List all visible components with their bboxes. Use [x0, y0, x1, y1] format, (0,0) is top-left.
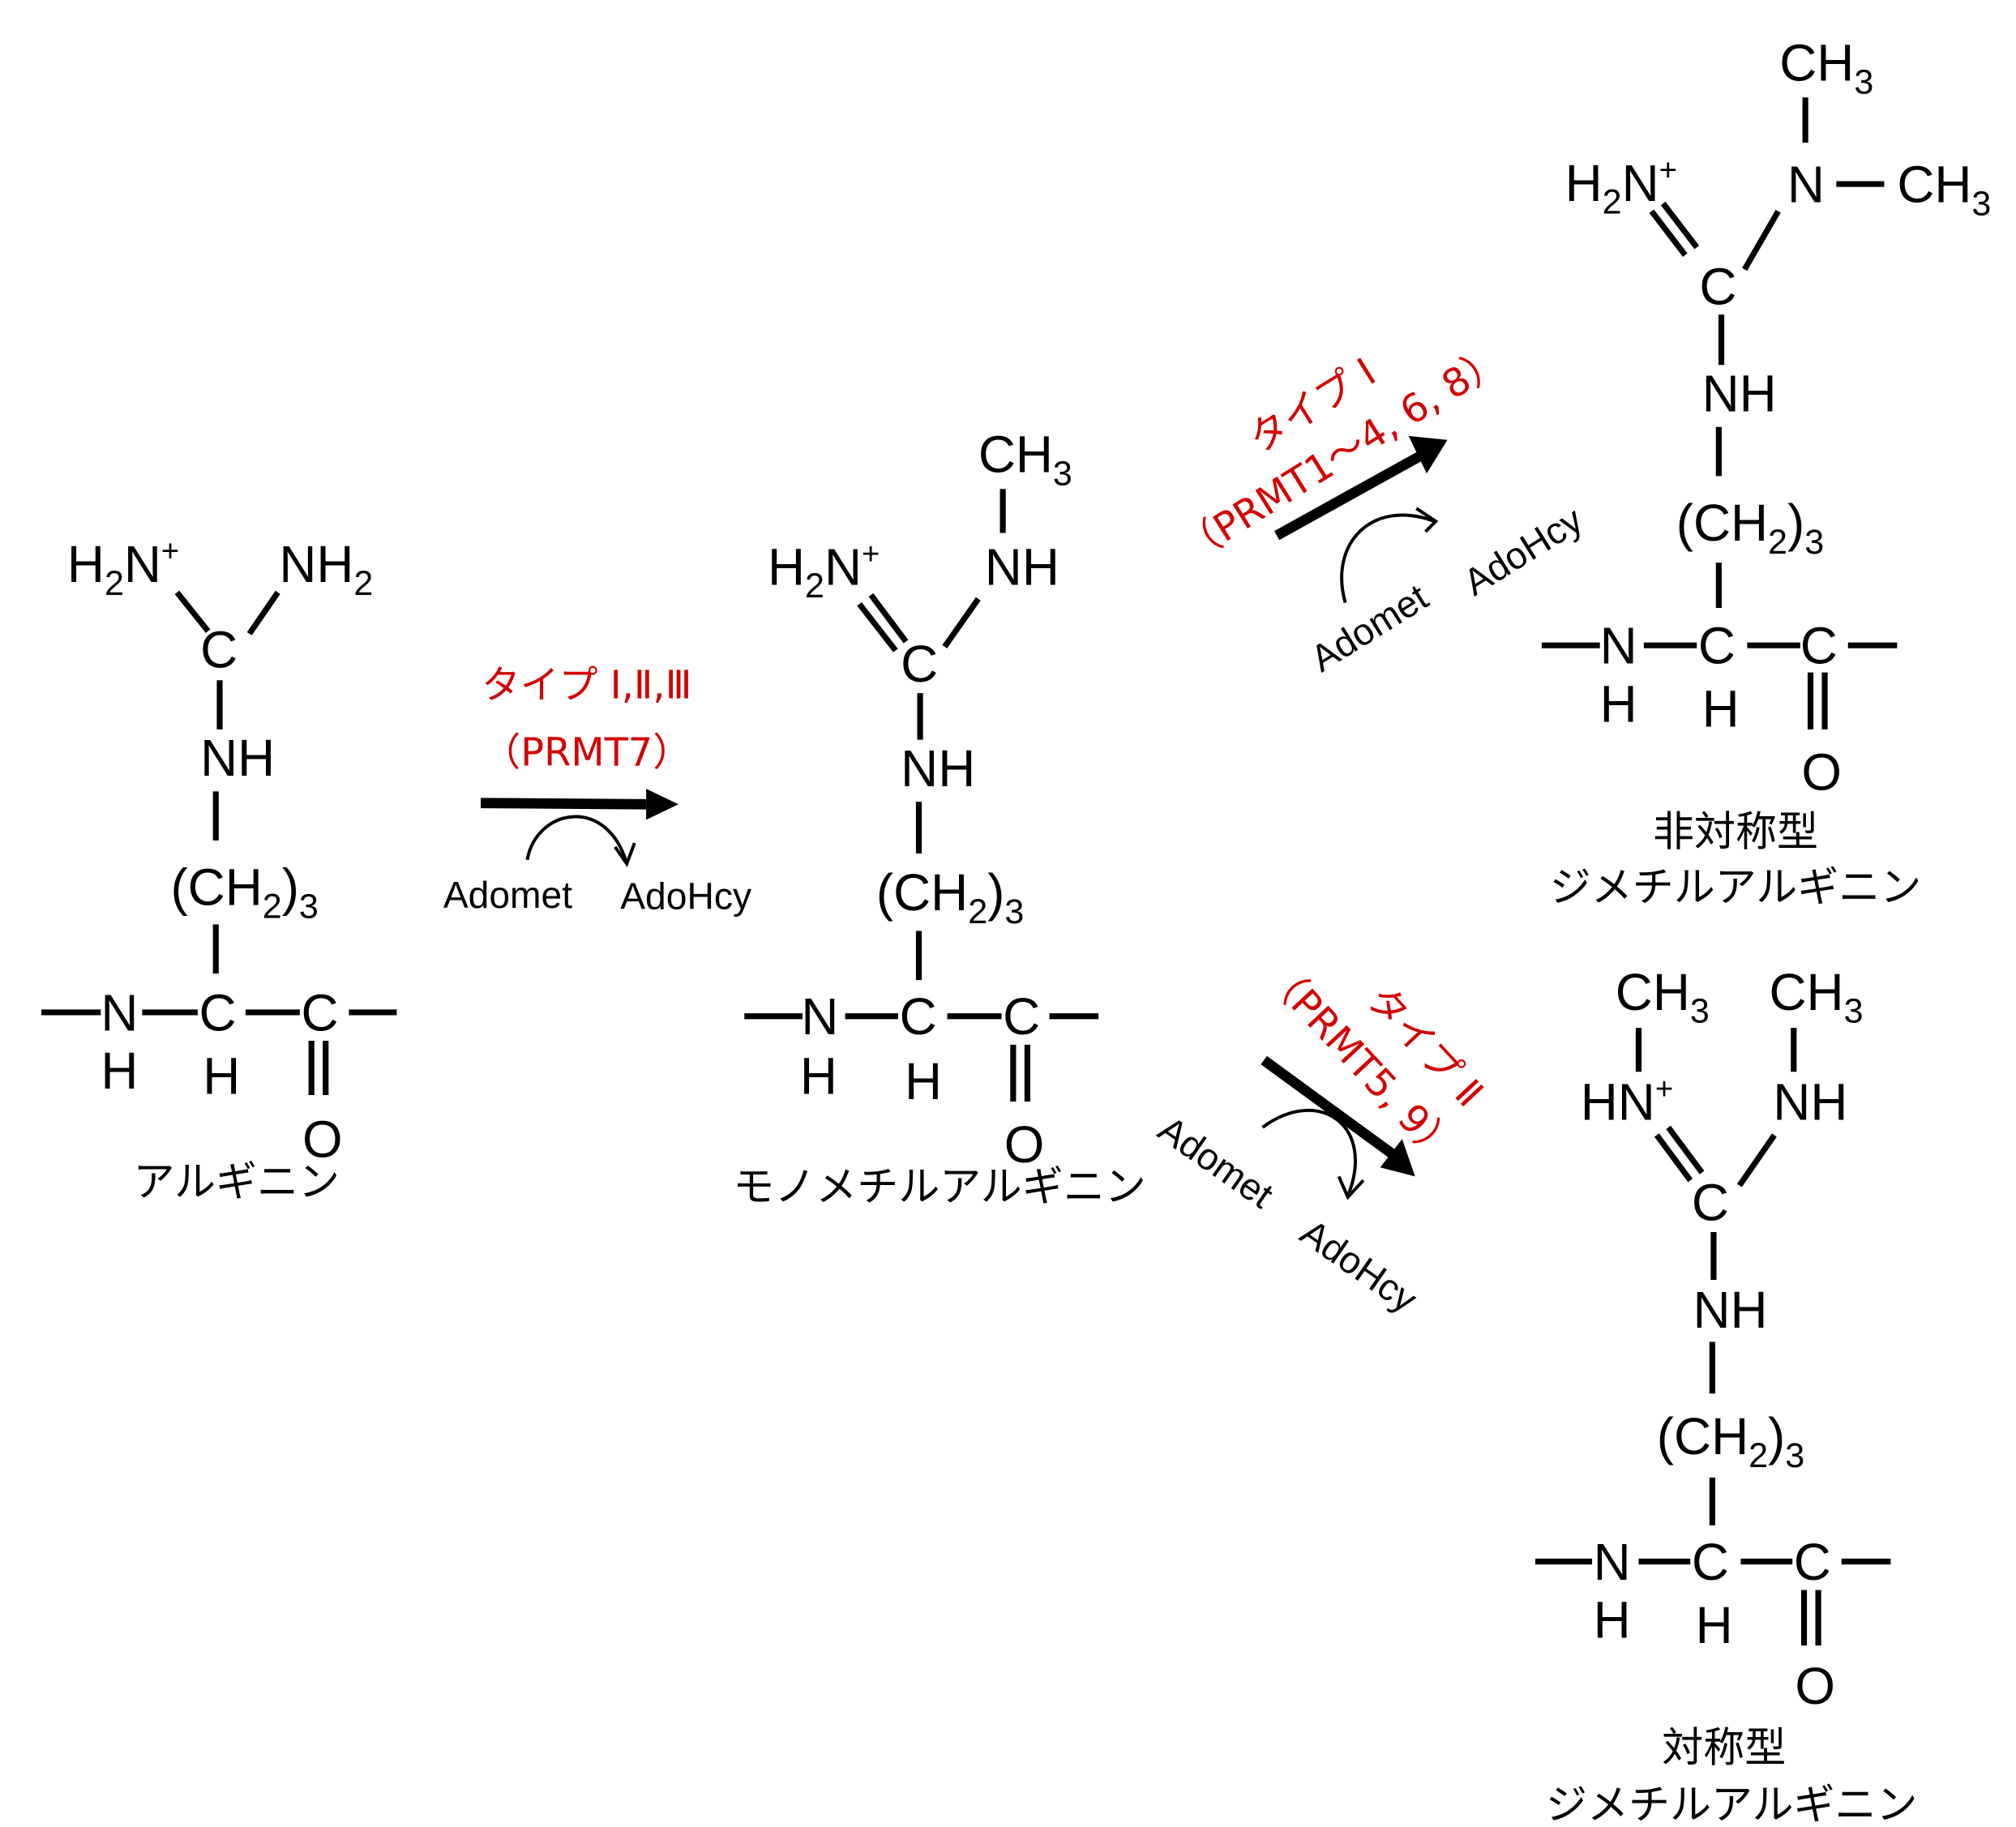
bond-double [857, 601, 898, 652]
reaction-arrowhead [1408, 435, 1448, 474]
reaction-3: タイプ Ⅱ （PRMT5, 9） Adomet AdoHcy [1151, 953, 1492, 1321]
cofactor-donor: Adomet [1303, 575, 1436, 680]
atom-ch3: CH3 [978, 426, 1072, 494]
bond-double [1660, 201, 1700, 250]
atom-c-carbonyl: C [301, 983, 338, 1042]
molecule-name-monomethylarginine: モノメチルアルギニン [733, 1164, 1146, 1212]
cofactor-curved-arrow [525, 815, 629, 865]
molecule-symmetric-dimethylarginine: CH3 CH3 HN+ NH C NH (CH2)3 N C C H H O 対… [1534, 963, 1918, 1827]
bond-single [942, 597, 981, 648]
atom-ch2-3: (CH2)3 [1676, 494, 1824, 562]
reaction-1: タイプ Ⅰ,Ⅱ,Ⅲ （PRMT7） Adomet AdoHcy [443, 664, 752, 918]
cofactor-curved-arrow [1340, 513, 1436, 604]
atom-n: N [1787, 155, 1825, 213]
molecule-name-line1: 対称型 [1662, 1725, 1786, 1773]
atom-c-alpha: C [1692, 1533, 1729, 1591]
cofactor-donor: Adomet [443, 874, 572, 916]
atom-ch3: CH3 [1897, 155, 1991, 223]
atom-c-alpha: C [1698, 617, 1736, 675]
atom-o: O [1801, 743, 1842, 802]
atom-n: N [1600, 617, 1637, 675]
atom-c: C [200, 620, 238, 678]
atom-nh: NH [1702, 365, 1777, 423]
enzyme-type-label: タイプ Ⅰ,Ⅱ,Ⅲ [482, 664, 692, 708]
atom-h2n-plus: H2N+ [1565, 152, 1677, 221]
atom-c: C [1692, 1174, 1729, 1232]
atom-nh: NH [200, 729, 275, 787]
atom-ch3: CH3 [1779, 34, 1873, 102]
reaction-arrowhead [646, 789, 678, 820]
atom-nh: NH [901, 739, 975, 798]
reaction-arrow [481, 798, 647, 810]
atom-o: O [302, 1110, 343, 1169]
molecule-name-line2: ジメチルアルギニン [1546, 1782, 1917, 1827]
atom-nh: NH [1693, 1281, 1767, 1339]
atom-ch3: CH3 [1616, 963, 1710, 1031]
bond-double [1654, 1133, 1693, 1183]
cofactor-donor: Adomet [1151, 1107, 1281, 1216]
molecule-arginine: H2N+ NH2 C NH (CH2)3 N C C H H O アルギニン [41, 534, 397, 1206]
atom-h: H [203, 1046, 240, 1105]
atom-c: C [1699, 257, 1736, 315]
atom-h2n-plus: H2N+ [768, 537, 880, 605]
reaction-arrowhead [1380, 1139, 1415, 1177]
molecule-name-line1: 非対称型 [1653, 808, 1818, 856]
reaction-2: タイプ Ⅰ （PRMT1～4, 6, 8） Adomet AdoHcy [1173, 337, 1590, 680]
atom-n: N [801, 987, 838, 1046]
molecule-asymmetric-dimethylarginine: CH3 H2N+ N CH3 C NH (CH2)3 N C C H H O 非… [1541, 34, 1991, 912]
atom-n: N [1594, 1533, 1631, 1591]
atom-c-carbonyl: C [1003, 987, 1040, 1046]
enzyme-list-label: （PRMT7） [482, 730, 691, 775]
atom-c: C [901, 635, 938, 693]
atom-h: H [1600, 674, 1637, 733]
cofactor-arrowhead [1415, 507, 1439, 533]
bond-single [1736, 1133, 1777, 1187]
bond-single [1742, 209, 1781, 272]
bond-single [174, 590, 211, 633]
atom-ch2-3: (CH2)3 [876, 863, 1024, 931]
molecule-name-line2: ジメチルアルギニン [1550, 864, 1922, 912]
cofactor-product: AdoHcy [620, 875, 752, 917]
atom-c-alpha: C [199, 983, 237, 1042]
atom-ch2-3: (CH2)3 [170, 858, 318, 926]
atom-h: H [1696, 1596, 1733, 1654]
bond-double [868, 593, 909, 644]
atom-n: N [101, 983, 138, 1042]
reaction-arrow [1274, 451, 1422, 541]
cofactor-arrowhead [1337, 1175, 1365, 1200]
atom-ch2-3: (CH2)3 [1657, 1407, 1804, 1475]
atom-h: H [905, 1052, 942, 1110]
atom-hn-plus: HN+ [1581, 1072, 1673, 1132]
bond-double [1649, 209, 1688, 257]
atom-c-alpha: C [900, 987, 937, 1046]
atom-h2n-plus: H2N+ [67, 534, 179, 603]
cofactor-product: AdoHcy [1456, 498, 1590, 603]
atom-o: O [1795, 1657, 1835, 1715]
atom-h: H [1702, 680, 1740, 738]
atom-o: O [1004, 1115, 1045, 1174]
atom-h: H [1594, 1591, 1631, 1649]
atom-c-carbonyl: C [1794, 1533, 1831, 1591]
atom-ch3: CH3 [1770, 963, 1864, 1031]
atom-nh: NH [985, 537, 1059, 596]
atom-nh2: NH2 [279, 535, 373, 603]
atom-c-carbonyl: C [1800, 617, 1838, 675]
atom-h: H [800, 1046, 837, 1105]
cofactor-curved-arrow [1261, 1108, 1357, 1197]
reaction-arrow [1261, 1055, 1397, 1159]
bond-double [1666, 1125, 1705, 1174]
bond-single [246, 590, 280, 635]
molecule-monomethylarginine: CH3 NH H2N+ C NH (CH2)3 N C C H H O モノメチ… [733, 426, 1146, 1212]
molecule-name-arginine: アルギニン [133, 1158, 339, 1206]
atom-nh: NH [1773, 1072, 1847, 1131]
cofactor-arrowhead [614, 842, 636, 867]
cofactor-product: AdoHcy [1293, 1211, 1425, 1321]
atom-h: H [101, 1042, 138, 1100]
